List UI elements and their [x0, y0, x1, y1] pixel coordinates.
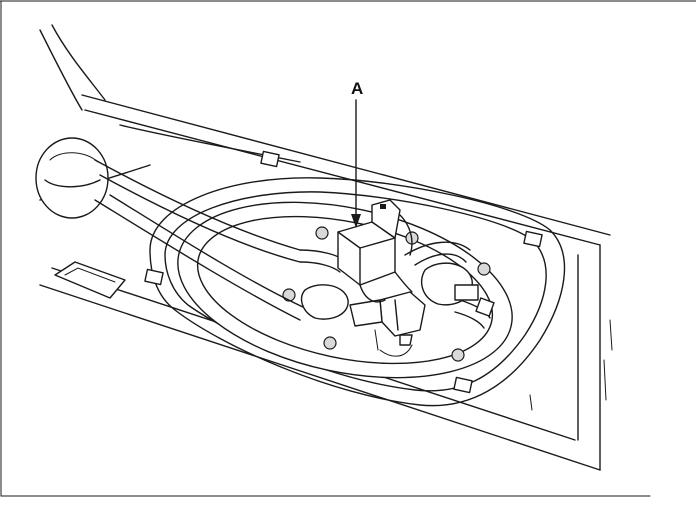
floor-clips — [144, 150, 543, 394]
callout-label-a: A — [351, 79, 364, 98]
callout-leader — [351, 99, 361, 228]
right-pump-fitting — [421, 262, 495, 317]
lower-connector — [300, 284, 426, 346]
left-round-boot — [35, 137, 109, 219]
cover-fasteners — [282, 226, 491, 362]
wire-harness — [359, 214, 413, 357]
connector-a — [337, 199, 401, 286]
floor-slot — [54, 261, 126, 299]
pump-cover-plate — [177, 201, 513, 379]
